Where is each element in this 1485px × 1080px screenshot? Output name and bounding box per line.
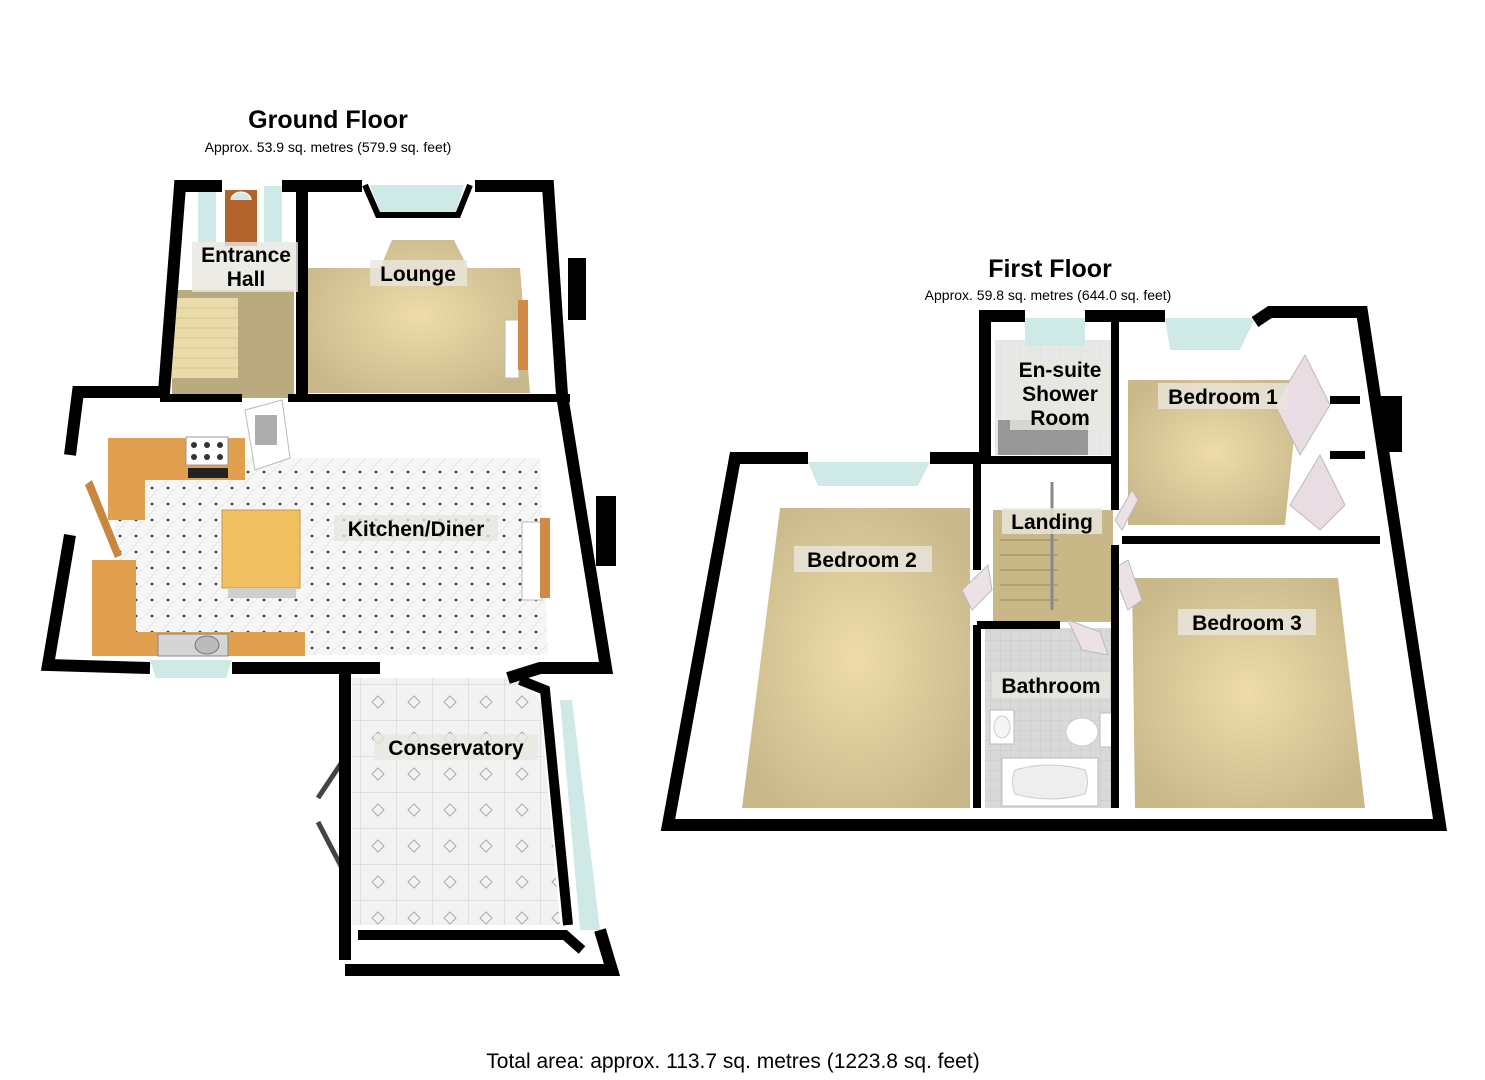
chimney-breast bbox=[568, 258, 586, 320]
total-area: Total area: approx. 113.7 sq. metres (12… bbox=[486, 1050, 980, 1073]
conservatory-glass bbox=[560, 700, 600, 930]
kitchen-units-icon bbox=[92, 436, 305, 657]
bedroom-2-floor bbox=[742, 508, 970, 808]
ground-floor-walls bbox=[40, 180, 621, 976]
room-label-bedroom-3: Bedroom 3 bbox=[1178, 609, 1316, 635]
window-icon bbox=[1165, 318, 1255, 350]
front-door-icon bbox=[225, 190, 257, 246]
svg-text:Bedroom 2: Bedroom 2 bbox=[807, 549, 917, 572]
window-icon bbox=[1025, 318, 1085, 346]
ground-floor-area: Approx. 53.9 sq. metres (579.9 sq. feet) bbox=[204, 139, 452, 155]
svg-text:Room: Room bbox=[1030, 407, 1090, 430]
first-floor-plan: En-suite Shower Room Bedroom 1 Bedroom 2… bbox=[660, 306, 1447, 831]
dresser-icon bbox=[521, 521, 543, 601]
svg-text:Kitchen/Diner: Kitchen/Diner bbox=[348, 518, 485, 541]
french-doors-icon bbox=[315, 760, 345, 870]
kitchen-diner-floor bbox=[108, 458, 548, 655]
window-icon bbox=[808, 462, 930, 486]
ground-floor-title: Ground Floor bbox=[248, 106, 408, 134]
wardrobe-icon bbox=[1274, 353, 1331, 457]
svg-text:Entrance: Entrance bbox=[201, 244, 291, 267]
first-floor-title: First Floor bbox=[988, 255, 1112, 283]
tv-unit-icon bbox=[518, 300, 528, 370]
svg-text:Bedroom 1: Bedroom 1 bbox=[1168, 386, 1278, 409]
room-label-conservatory: Conservatory bbox=[374, 734, 538, 760]
room-label-lounge: Lounge bbox=[370, 260, 467, 286]
svg-text:Shower: Shower bbox=[1022, 383, 1098, 406]
svg-text:Lounge: Lounge bbox=[380, 263, 456, 286]
ground-floor-plan: Entrance Hall Lounge Kitchen/Diner Conse… bbox=[40, 180, 621, 976]
bedroom-3-floor bbox=[1132, 578, 1365, 808]
window-icon bbox=[150, 660, 232, 678]
doors-icon bbox=[961, 489, 1143, 656]
conservatory-floor bbox=[352, 678, 560, 925]
svg-text:Conservatory: Conservatory bbox=[388, 737, 524, 760]
basin-icon bbox=[989, 709, 1015, 745]
sideboard-icon bbox=[504, 319, 520, 379]
bath-icon bbox=[1001, 757, 1099, 807]
room-label-landing: Landing bbox=[1002, 508, 1102, 534]
stairs-icon bbox=[1000, 482, 1058, 610]
room-label-kitchen-diner: Kitchen/Diner bbox=[334, 515, 498, 541]
internal-door-icon bbox=[244, 399, 291, 471]
chimney-breast bbox=[1380, 396, 1402, 452]
room-label-bedroom-1: Bedroom 1 bbox=[1158, 383, 1288, 409]
room-label-en-suite: En-suite Shower Room bbox=[1010, 358, 1110, 430]
svg-text:Bathroom: Bathroom bbox=[1001, 675, 1100, 698]
svg-text:Landing: Landing bbox=[1011, 511, 1093, 534]
first-floor-area: Approx. 59.8 sq. metres (644.0 sq. feet) bbox=[924, 287, 1172, 303]
stairs-icon bbox=[168, 298, 238, 378]
room-label-bathroom: Bathroom bbox=[992, 672, 1110, 698]
bedroom-1-floor bbox=[1128, 380, 1300, 525]
first-floor-walls bbox=[660, 306, 1447, 831]
svg-text:Hall: Hall bbox=[227, 268, 266, 291]
svg-text:En-suite: En-suite bbox=[1019, 359, 1102, 382]
wardrobe-icon bbox=[1289, 453, 1346, 531]
room-label-bedroom-2: Bedroom 2 bbox=[794, 546, 932, 572]
lounge-floor bbox=[308, 240, 530, 393]
window-icon bbox=[198, 186, 216, 242]
kitchen-island-icon bbox=[221, 509, 301, 589]
side-door-icon bbox=[85, 480, 122, 558]
chimney-breast bbox=[596, 496, 616, 566]
svg-text:Bedroom 3: Bedroom 3 bbox=[1192, 612, 1302, 635]
window-icon bbox=[264, 186, 282, 242]
bay-window-icon bbox=[370, 185, 464, 212]
room-label-entrance-hall: Entrance Hall bbox=[192, 242, 298, 292]
